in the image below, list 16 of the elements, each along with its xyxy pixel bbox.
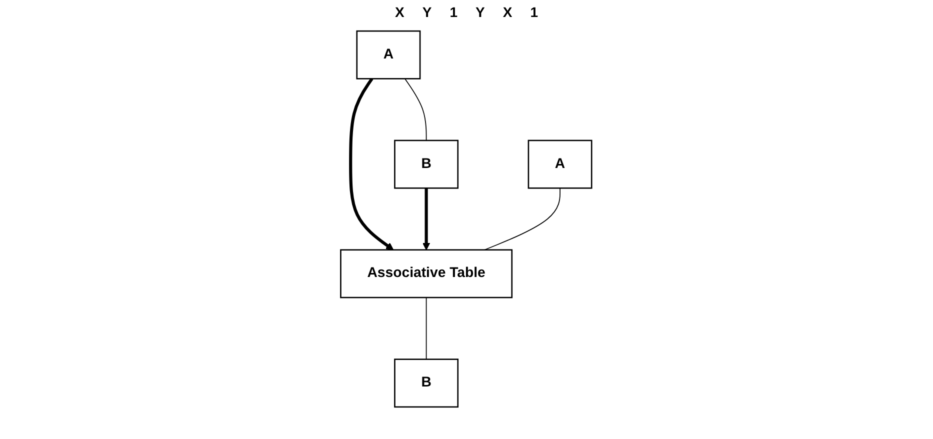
connector bbox=[484, 188, 561, 250]
connector bbox=[404, 78, 428, 141]
arrow bbox=[422, 188, 431, 250]
node-box: A bbox=[528, 140, 593, 189]
cardinality-label: X bbox=[502, 4, 512, 20]
cardinality-label: Y bbox=[422, 4, 432, 20]
cardinality-label: 1 bbox=[530, 4, 538, 20]
node-box: A bbox=[356, 30, 422, 80]
node-box: Associative Table bbox=[340, 249, 513, 298]
cardinality-label: Y bbox=[476, 4, 485, 20]
node-box: B bbox=[394, 140, 459, 189]
node-box: B bbox=[394, 358, 459, 408]
connector bbox=[426, 297, 428, 360]
cardinality-label: X bbox=[395, 4, 404, 20]
arrow bbox=[349, 78, 394, 250]
cardinality-label: 1 bbox=[450, 4, 458, 20]
